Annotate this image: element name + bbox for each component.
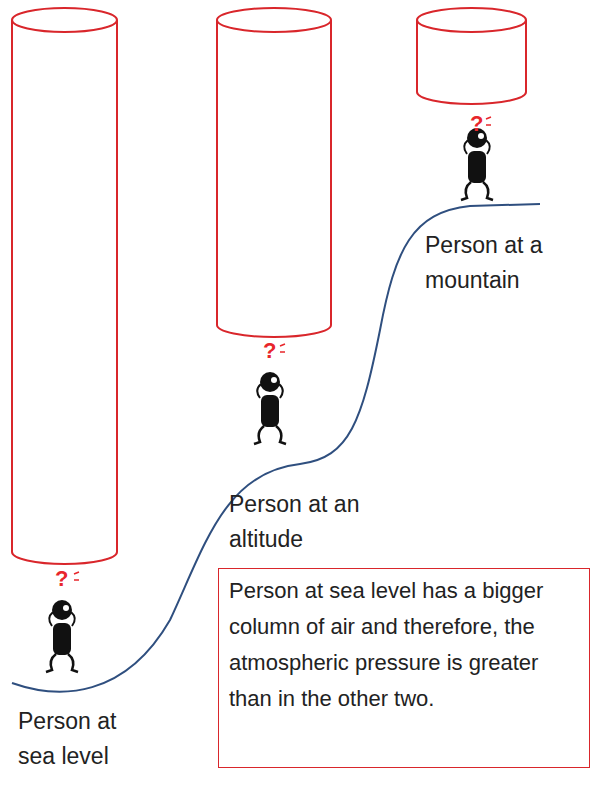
question-mark: ? (263, 340, 283, 362)
location-label: Person at a mountain (425, 228, 590, 298)
puzzle-marks (74, 117, 491, 580)
question-mark: ? (55, 568, 75, 590)
question-mark: ? (470, 113, 490, 135)
note-text: Person at sea level has a bigger column … (229, 573, 579, 717)
air-column (12, 8, 117, 564)
location-label: Person at an altitude (229, 487, 389, 557)
location-label: Person at sea level (18, 704, 148, 774)
air-column (417, 8, 526, 104)
person-figure (461, 128, 493, 200)
person-figure (254, 372, 286, 444)
air-column (217, 8, 331, 337)
note-box: Person at sea level has a bigger column … (218, 568, 590, 768)
person-figure (46, 600, 78, 672)
